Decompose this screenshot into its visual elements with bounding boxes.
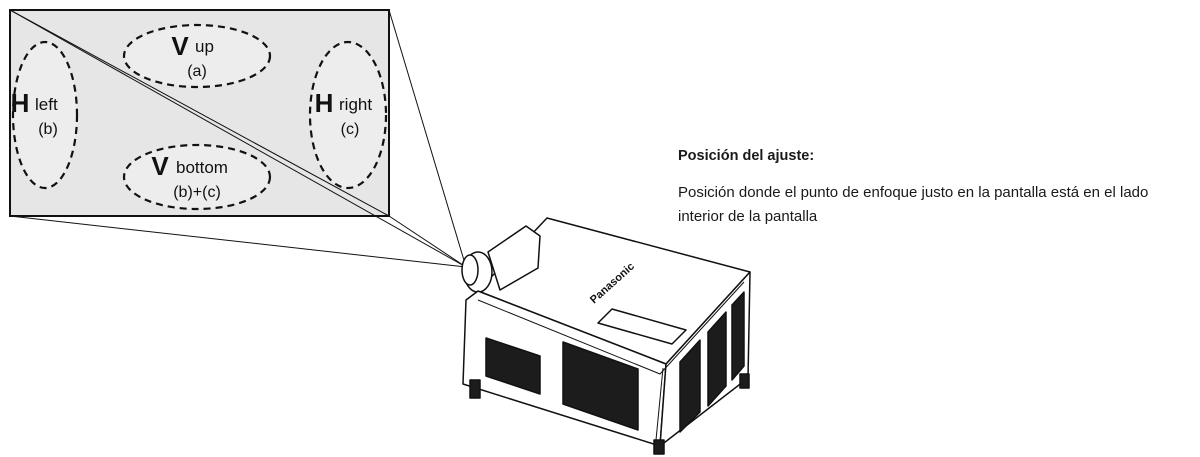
projection-lines [9, 9, 467, 268]
front-vent-left [485, 337, 541, 395]
projection-line-top-right [388, 9, 467, 268]
projector [461, 217, 751, 455]
projector-lens [461, 225, 541, 293]
side-vent-2 [707, 311, 727, 407]
projector-foot-1 [469, 379, 481, 399]
caption: Posición del ajuste: Posición donde el p… [678, 148, 1193, 229]
caption-title: Posición del ajuste: [678, 148, 815, 164]
projection-screen: V up (a) H left (b) H right (c) V bottom… [9, 9, 390, 217]
zone-up-word: up [195, 37, 214, 56]
projection-line-bottom-left [9, 215, 467, 268]
zone-v-bottom: V bottom (b)+(c) [122, 143, 272, 211]
zone-left-ellipse [11, 40, 79, 190]
zone-left-letter: H [11, 88, 30, 118]
zone-bottom-word: bottom [176, 158, 228, 177]
projector-foot-2 [653, 439, 665, 455]
screen-diagonal [9, 9, 390, 217]
caption-body: Posición donde el punto de enfoque justo… [678, 184, 1149, 225]
zone-h-left: H left (b) [11, 40, 79, 190]
projection-line-bottom-right [388, 215, 467, 268]
zone-right-letter: H [315, 88, 334, 118]
projector-foot-3 [739, 373, 750, 389]
zone-left-word: left [35, 95, 58, 114]
zone-right-code: (c) [341, 121, 360, 138]
zone-v-up: V up (a) [122, 23, 272, 89]
side-vent-1 [679, 339, 701, 433]
zone-up-letter: V [171, 31, 189, 61]
projection-line-top-left [9, 9, 467, 268]
zone-up-ellipse [122, 23, 272, 89]
zone-left-code: (b) [38, 121, 58, 138]
front-vent-right [562, 341, 639, 431]
zone-bottom-letter: V [151, 151, 169, 181]
zone-right-ellipse [308, 40, 388, 190]
zone-right-word: right [339, 95, 372, 114]
top-slot [597, 308, 687, 345]
zone-bottom-ellipse [122, 143, 272, 211]
zone-h-right: H right (c) [308, 40, 388, 190]
side-vent-3 [731, 291, 745, 381]
zone-up-code: (a) [187, 63, 207, 80]
zone-bottom-code: (b)+(c) [173, 184, 221, 201]
